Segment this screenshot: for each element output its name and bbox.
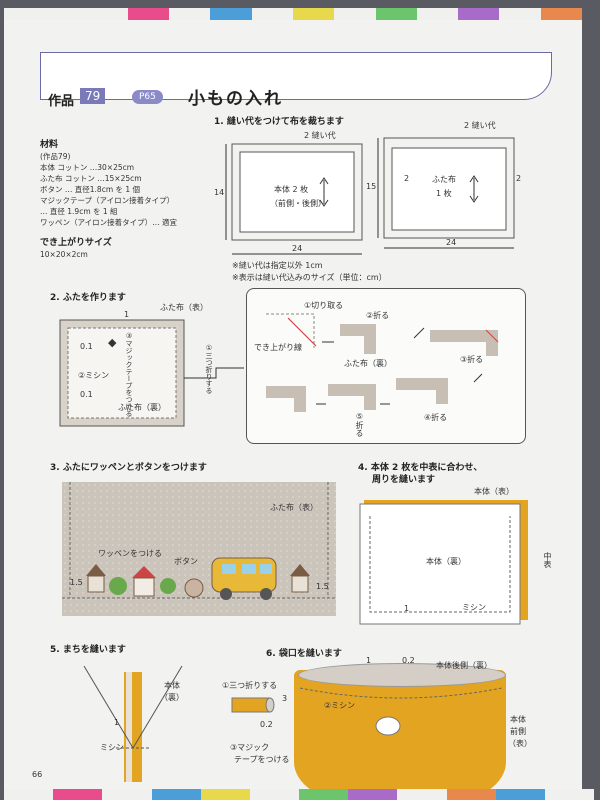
step5-ura: （裏） bbox=[160, 693, 184, 702]
step6-title: 6. 袋口を縫います bbox=[266, 649, 342, 659]
materials-heading: 材料 bbox=[40, 140, 59, 150]
material-line: マジックテープ（アイロン接着タイプ） bbox=[40, 196, 175, 205]
step2-futanuno-ura: ふた布（裏） bbox=[118, 403, 166, 412]
step3-title: 3. ふたにワッペンとボタンをつけます bbox=[50, 463, 207, 473]
step6-front3: （表） bbox=[508, 739, 532, 748]
step2-d01a: 0.1 bbox=[80, 342, 93, 351]
step6-front1: 本体 bbox=[510, 715, 526, 724]
step6-mishin: ②ミシン bbox=[324, 701, 356, 710]
material-line: (作品79) bbox=[40, 152, 71, 161]
step1-diagram bbox=[225, 137, 515, 255]
step1-left-label1: 本体 2 枚 bbox=[274, 185, 309, 194]
step2-d01b: 0.1 bbox=[80, 390, 93, 399]
materials-block: 材料 (作品79) 本体 コットン …30×25cm ふた布 コットン …15×… bbox=[40, 140, 177, 260]
step2-mitsuori: ①三つ折りする bbox=[205, 344, 213, 394]
lid-fabric bbox=[62, 482, 336, 616]
step4-title1: 4. 本体 2 枚を中表に合わせ、 bbox=[358, 463, 483, 473]
title-frame bbox=[40, 52, 552, 100]
fold-line: でき上がり線 bbox=[254, 343, 302, 352]
step6-d02: 0.2 bbox=[260, 720, 273, 729]
step2-one: 1 bbox=[124, 310, 130, 319]
step3-wappen: ワッペンをつける bbox=[98, 549, 162, 558]
step5-title: 5. まちを縫います bbox=[50, 645, 126, 655]
step1-left-width: 24 bbox=[292, 244, 303, 253]
step4-mishin: ミシン bbox=[462, 603, 486, 612]
step1-right-label1: ふた布 bbox=[432, 175, 456, 184]
work-title: 小もの入れ bbox=[188, 89, 283, 109]
step1-left-label2: （前側・後側） bbox=[270, 199, 326, 208]
finish-size: 10×20×2cm bbox=[40, 250, 88, 259]
step1-title: 1. 縫い代をつけて布を裁ちます bbox=[214, 117, 344, 127]
step2-futanuno-omote: ふた布（表） bbox=[160, 303, 208, 312]
step1-right-width: 24 bbox=[446, 238, 457, 247]
step6-magic2: テープをつける bbox=[234, 755, 290, 764]
fold-ura: ふた布（裏） bbox=[344, 359, 392, 368]
fold-ori5: ⑤折る bbox=[355, 412, 364, 437]
step1-left-seam: 2 縫い代 bbox=[304, 131, 336, 140]
step3-m1: 1.5 bbox=[70, 578, 83, 587]
magic-tape-icon: ◆ bbox=[108, 336, 117, 349]
material-line: … 直径 1.9cm を 1 組 bbox=[40, 207, 118, 216]
bag-body bbox=[294, 670, 506, 798]
step1-note1: ※縫い代は指定以外 1cm bbox=[232, 261, 323, 270]
step4-title2: 周りを縫います bbox=[372, 475, 436, 485]
step5-one: 1 bbox=[114, 718, 120, 727]
step5-mishin: ミシン bbox=[100, 743, 124, 752]
step3-stitch bbox=[62, 482, 336, 600]
material-line: 本体 コットン …30×25cm bbox=[40, 163, 135, 172]
step1-right-label2: 1 枚 bbox=[436, 189, 452, 198]
step6-one: 1 bbox=[366, 656, 372, 665]
step4-diagram bbox=[359, 500, 528, 625]
step4-nakaomote: 中表 bbox=[543, 552, 552, 568]
bag-opening bbox=[298, 663, 506, 687]
step5-hontai: 本体 bbox=[164, 681, 180, 690]
material-line: ボタン … 直径1.8cm を 1 個 bbox=[40, 185, 141, 194]
step1-right-height: 15 bbox=[366, 182, 377, 191]
step5-diagram bbox=[83, 665, 183, 782]
step6-magic1: ③マジック bbox=[230, 743, 270, 752]
page-reference: P65 bbox=[132, 90, 163, 104]
fold-ori3: ③折る bbox=[460, 355, 484, 364]
step6-back: 本体後側（裏） bbox=[436, 661, 492, 670]
fold-ori2: ②折る bbox=[366, 311, 390, 320]
color-stripe-bottom bbox=[4, 789, 595, 800]
step3-button: ボタン bbox=[174, 557, 198, 566]
material-line: ワッペン（アイロン接着タイプ）… 適宜 bbox=[40, 218, 178, 227]
step2-magic: ③マジックテープをつける bbox=[125, 332, 133, 417]
step2-diagram bbox=[59, 319, 244, 427]
material-line: ふた布 コットン …15×25cm bbox=[40, 174, 142, 183]
page-number: 66 bbox=[32, 770, 43, 779]
step1-right-side-right: 2 bbox=[516, 174, 522, 183]
page: 作品 79 P65 小もの入れ 材料 (作品79) 本体 コットン …30×25… bbox=[4, 8, 582, 798]
step2-title: 2. ふたを作ります bbox=[50, 293, 126, 303]
step2-mishin: ②ミシン bbox=[78, 371, 110, 380]
step3-m2: 1.5 bbox=[316, 582, 329, 591]
step6-front2: 前側 bbox=[510, 727, 526, 736]
step6-two: 0.2 bbox=[402, 656, 415, 665]
sakuhin-label: 作品 bbox=[48, 94, 75, 109]
step1-right-side-left: 2 bbox=[404, 174, 410, 183]
step1-note2: ※表示は縫い代込みのサイズ（単位：cm） bbox=[232, 273, 387, 282]
step6-mitsuori: ①三つ折りする bbox=[222, 681, 278, 690]
fold-ori4: ④折る bbox=[424, 413, 448, 422]
step4-hontai-omote: 本体（表） bbox=[474, 487, 514, 496]
step3-futanuno: ふた布（表） bbox=[270, 503, 318, 512]
work-number: 79 bbox=[80, 88, 106, 104]
step4-hontai-ura: 本体（裏） bbox=[426, 557, 466, 566]
step1-left-height: 14 bbox=[214, 188, 225, 197]
step6-three: 3 bbox=[282, 694, 288, 703]
color-stripe-top bbox=[4, 8, 582, 20]
finish-size-heading: でき上がりサイズ bbox=[40, 238, 112, 248]
step6-diagram bbox=[231, 687, 503, 736]
step1-right-seam: 2 縫い代 bbox=[464, 121, 496, 130]
fold-cut: ①切り取る bbox=[304, 301, 344, 310]
step4-one: 1 bbox=[404, 604, 410, 613]
folding-steps bbox=[266, 313, 499, 412]
